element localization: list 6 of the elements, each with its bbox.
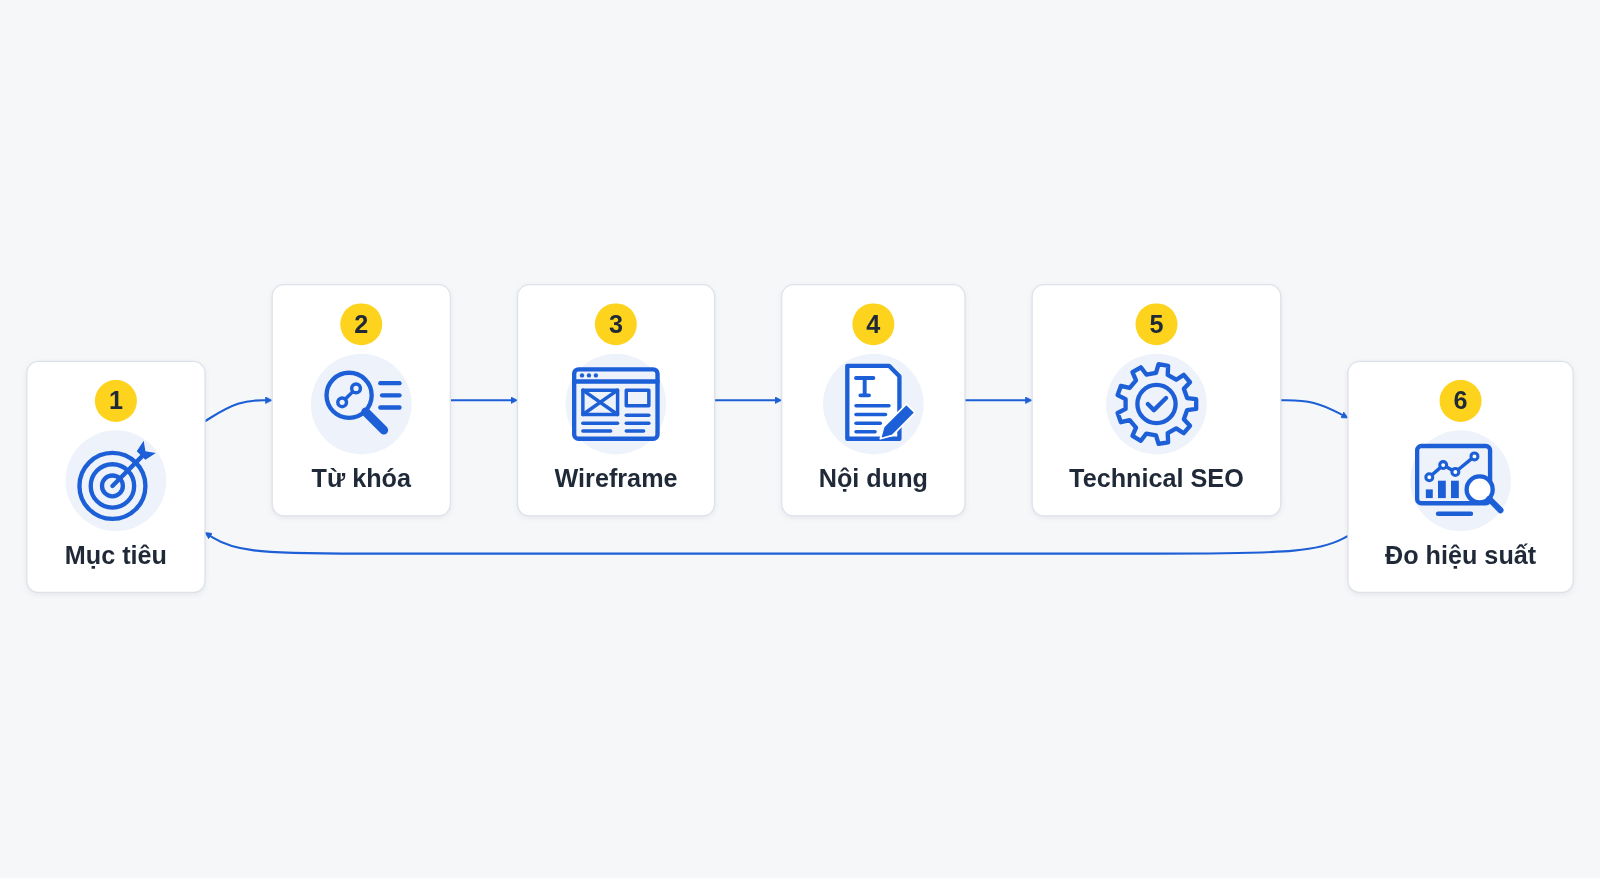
- step-title: Từ khóa: [311, 464, 411, 493]
- step-title: Mục tiêu: [64, 541, 167, 570]
- step-title: Nội dung: [818, 464, 928, 493]
- step-title: Wireframe: [554, 464, 678, 493]
- step-title: Đo hiệu suất: [1384, 541, 1537, 570]
- step-title: Technical SEO: [1069, 464, 1244, 493]
